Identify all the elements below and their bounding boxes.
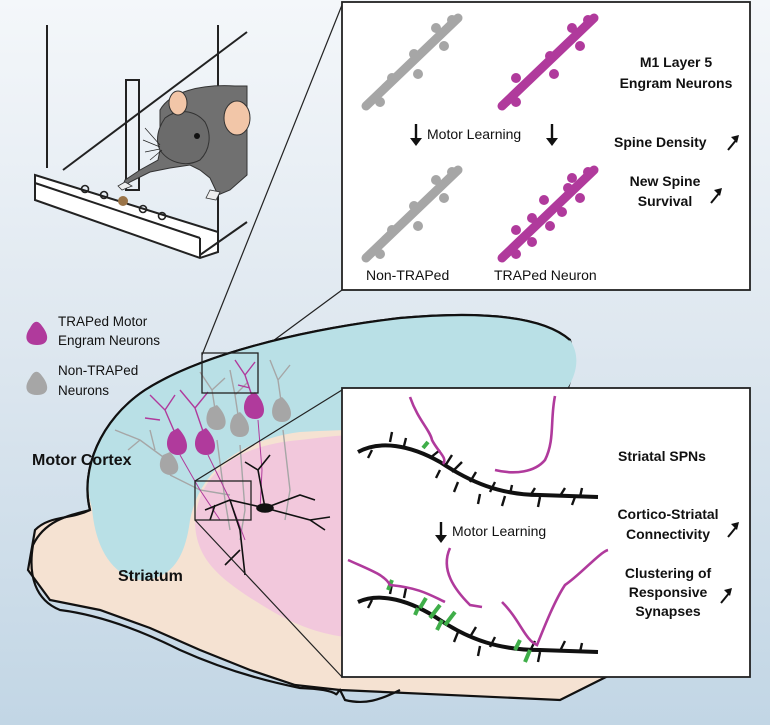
mouse-ear-left bbox=[168, 90, 188, 116]
shelf-back bbox=[199, 221, 248, 256]
zoom-connector-line bbox=[201, 4, 343, 356]
non-traped-dendrite-before bbox=[361, 13, 463, 111]
striatum-zoom-box bbox=[194, 480, 252, 521]
traped-dendrite-before bbox=[497, 13, 599, 111]
bottom-motor-learning-label: Motor Learning bbox=[452, 523, 546, 539]
pellet-wells bbox=[80, 184, 167, 221]
spn-dendrite-after bbox=[357, 579, 599, 663]
cortico-striatal-label-line1: Cortico-Striatal bbox=[617, 506, 718, 522]
non-traped-dendrite-after bbox=[361, 165, 463, 263]
down-arrow-icon bbox=[546, 124, 558, 146]
gray-neuron-soma-icon bbox=[26, 371, 48, 395]
cage-top-rail bbox=[62, 31, 248, 171]
up-right-arrow-icon bbox=[710, 188, 722, 204]
new-spine-survival-label-line1: New Spine bbox=[630, 173, 701, 189]
bottom-panel-striatal-spns: Motor Learning Striatal SPNs Cortico-Str… bbox=[341, 387, 751, 678]
pellet-shelf bbox=[34, 173, 219, 260]
bottom-panel-title: Striatal SPNs bbox=[618, 448, 706, 464]
slit-divider bbox=[125, 79, 140, 191]
mouse-icon bbox=[117, 85, 251, 201]
striatum-label: Striatum bbox=[118, 568, 183, 585]
legend: TRAPed Motor Engram Neurons Non-TRAPed N… bbox=[26, 314, 160, 398]
cortico-striatal-label-line2: Connectivity bbox=[626, 526, 710, 542]
clustering-label-line1: Clustering of bbox=[625, 565, 712, 581]
gray-neuron-somas bbox=[159, 397, 291, 475]
up-right-arrow-icon bbox=[720, 588, 732, 604]
cortical-neurons bbox=[114, 359, 291, 541]
striatal-spn-neuron bbox=[204, 454, 331, 576]
legend-traped-label-line1: TRAPed Motor bbox=[58, 314, 148, 329]
top-panel-title-line1: M1 Layer 5 bbox=[640, 54, 713, 70]
down-arrow-icon bbox=[410, 124, 422, 146]
brain-lower-outline bbox=[30, 508, 401, 704]
cortical-axons-before bbox=[408, 395, 557, 474]
legend-non-traped-label-line2: Neurons bbox=[58, 383, 109, 398]
top-panel-frame bbox=[341, 1, 751, 291]
cortical-axons-after bbox=[347, 547, 609, 647]
shelf-edge bbox=[34, 182, 201, 239]
motor-cortex-region bbox=[88, 314, 577, 580]
reaching-apparatus-illustration bbox=[34, 25, 251, 260]
motor-cortex-label: Motor Cortex bbox=[32, 452, 132, 469]
spn-dendrite-before bbox=[357, 431, 599, 508]
zoom-connector-line bbox=[194, 389, 343, 482]
cortex-zoom-box bbox=[201, 352, 259, 394]
down-arrow-icon bbox=[435, 522, 447, 543]
traped-dendrite-after bbox=[497, 165, 599, 263]
zoom-connector-line bbox=[194, 519, 343, 678]
mouse-paw bbox=[117, 181, 133, 191]
legend-traped-label-line2: Engram Neurons bbox=[58, 333, 160, 348]
top-panel-title-line2: Engram Neurons bbox=[620, 75, 733, 91]
non-traped-label: Non-TRAPed bbox=[366, 267, 449, 283]
clustering-label-line2: Responsive bbox=[629, 584, 708, 600]
traped-neuron-label: TRAPed Neuron bbox=[494, 267, 597, 283]
up-right-arrow-icon bbox=[727, 135, 739, 151]
brain-outline-top bbox=[86, 313, 571, 511]
bottom-panel-frame bbox=[341, 387, 751, 678]
spn-soma bbox=[256, 503, 274, 513]
magenta-neuron-somas bbox=[166, 392, 264, 455]
new-spine-survival-label-line2: Survival bbox=[638, 193, 692, 209]
mouse-eye bbox=[194, 133, 200, 139]
up-right-arrow-icon bbox=[727, 522, 739, 538]
clustering-label-line3: Synapses bbox=[635, 603, 701, 619]
food-pellet bbox=[118, 196, 128, 206]
magenta-neuron-soma-icon bbox=[26, 321, 48, 345]
mouse-ear-right bbox=[223, 100, 251, 136]
top-panel-m1-layer5: Motor Learning Non-TRAPed TRAPed Neuron … bbox=[341, 1, 751, 291]
top-motor-learning-label: Motor Learning bbox=[427, 126, 521, 142]
spine-density-label: Spine Density bbox=[614, 134, 707, 150]
legend-non-traped-label-line1: Non-TRAPed bbox=[58, 363, 138, 378]
